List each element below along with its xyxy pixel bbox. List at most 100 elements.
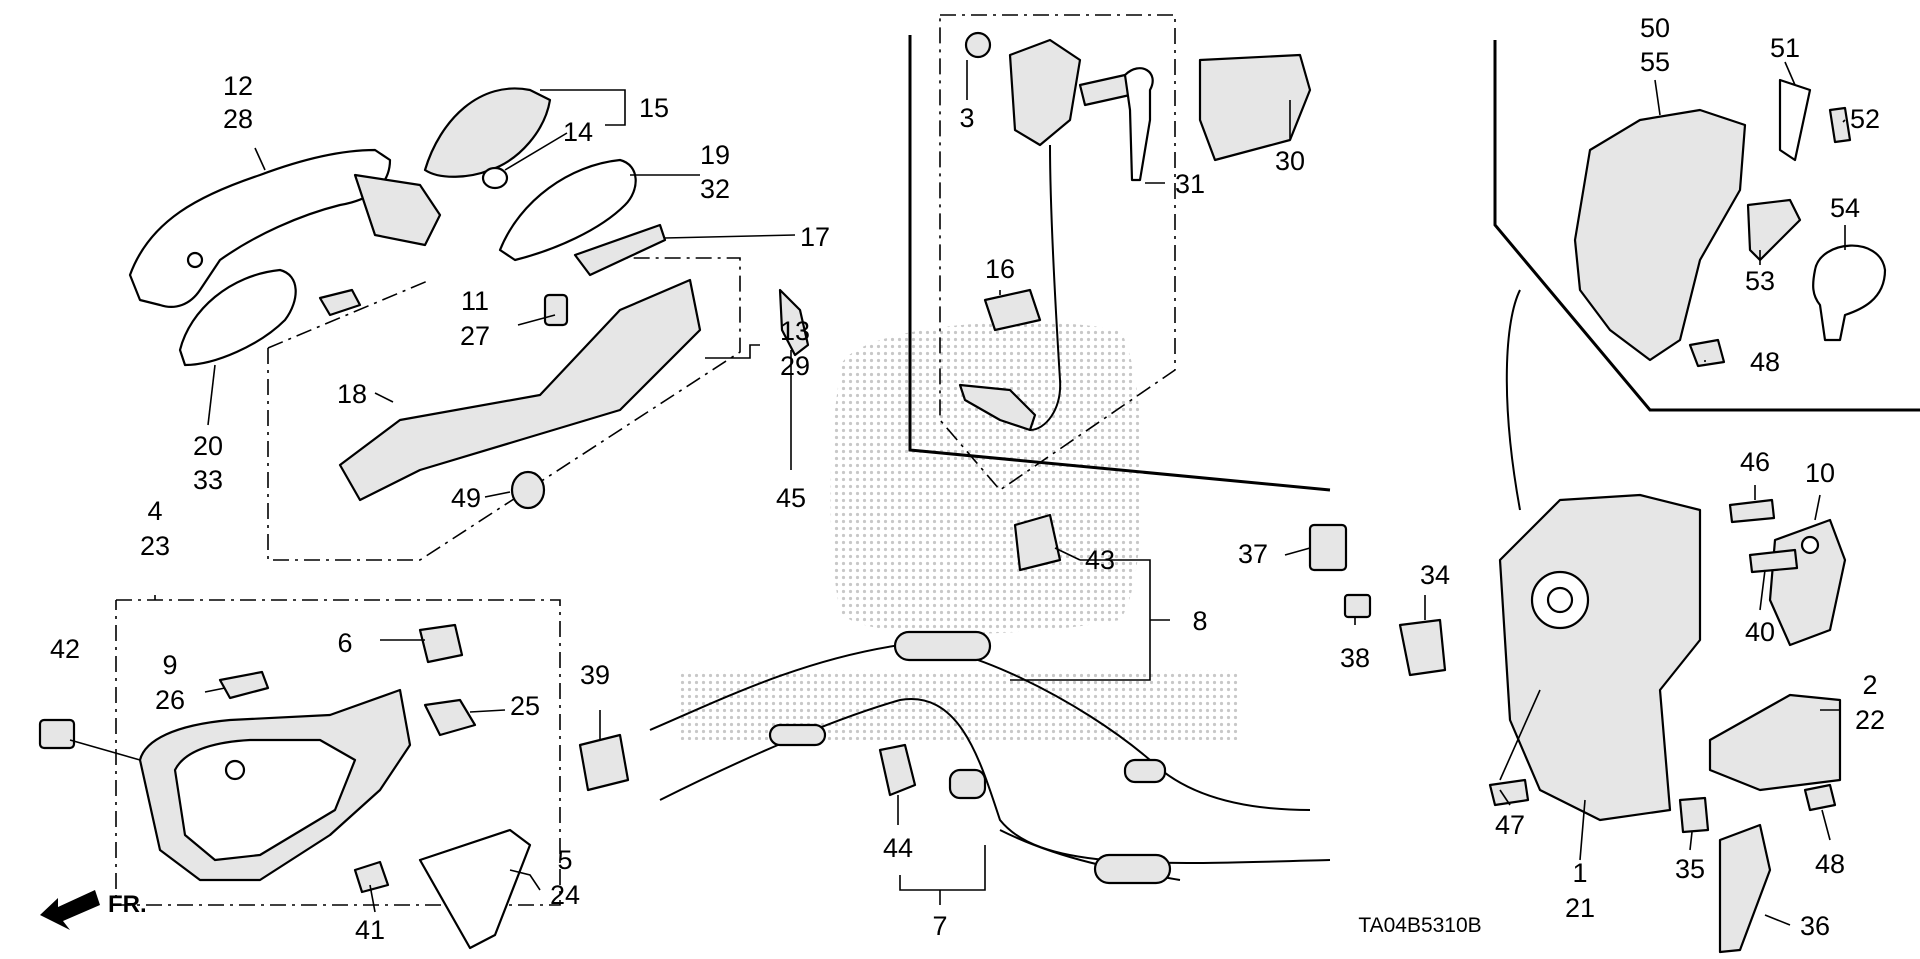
callout-5: 5: [557, 845, 572, 875]
clip-9: [218, 670, 270, 700]
callout-42: 42: [50, 634, 80, 664]
cable-assembly: [649, 630, 1331, 885]
callout-9: 9: [162, 650, 177, 680]
callout-8: 8: [1192, 606, 1207, 636]
cover-34: [1398, 618, 1447, 677]
group-frames: [115, 14, 1920, 906]
callout-22: 22: [1855, 705, 1885, 735]
callout-37: 37: [1238, 539, 1268, 569]
key-cylinder: [958, 38, 1154, 432]
screw-41: [353, 860, 390, 894]
cover-5: [418, 828, 532, 950]
screw-3: [964, 31, 992, 59]
clip-35: [1678, 796, 1710, 834]
callout-19: 19: [700, 140, 730, 170]
callout-50: 50: [1640, 13, 1670, 43]
direction-label: FR.: [108, 891, 147, 918]
callout-11: 11: [461, 286, 489, 316]
bracket-51: [1778, 78, 1812, 162]
clip-43: [1013, 513, 1062, 572]
handle-base: [338, 278, 702, 502]
callout-7: 7: [932, 911, 947, 941]
callout-20: 20: [193, 431, 223, 461]
callout-24: 24: [550, 880, 580, 910]
switch-39: [578, 733, 630, 792]
trim-36: [1718, 823, 1772, 954]
callout-30: 30: [1275, 146, 1305, 176]
bolt-45: [778, 288, 810, 357]
front-direction-arrow: FR.: [40, 890, 147, 930]
callout-33: 33: [193, 465, 223, 495]
callout-51: 51: [1770, 33, 1800, 63]
callout-2: 2: [1862, 670, 1877, 700]
callout-39: 39: [580, 660, 610, 690]
screw-48-upper: [1688, 338, 1726, 368]
callout-17: 17: [800, 222, 830, 252]
callout-55: 55: [1640, 47, 1670, 77]
callout-34: 34: [1420, 560, 1450, 590]
clip-52: [1828, 106, 1852, 144]
callout-4: 4: [147, 496, 162, 526]
callout-21: 21: [1565, 893, 1595, 923]
clip-17: [573, 223, 667, 277]
callout-29: 29: [780, 351, 810, 381]
grommet-14: [481, 166, 509, 190]
screw-46: [1728, 498, 1776, 524]
callout-44: 44: [883, 833, 913, 863]
door-latch: [1498, 289, 1702, 822]
handle-pad: [178, 268, 297, 367]
striker-hole: [1800, 535, 1820, 555]
seal-ring-54: [1812, 244, 1887, 342]
clip-44: [878, 743, 917, 797]
nut-49: [510, 470, 546, 510]
screw-47: [1488, 778, 1530, 807]
lock-cover: [1573, 108, 1747, 362]
callout-16: 16: [985, 254, 1015, 284]
handle-gasket: [498, 158, 637, 262]
guide-53: [1746, 198, 1802, 262]
handle-bracket: [423, 87, 552, 178]
callout-18: 18: [337, 379, 367, 409]
callout-54: 54: [1830, 193, 1860, 223]
callout-40: 40: [1745, 617, 1775, 647]
callout-43: 43: [1085, 545, 1115, 575]
screw-48-lower: [1803, 783, 1837, 812]
diagram-code: TA04B5310B: [1358, 914, 1481, 937]
callout-23: 23: [140, 531, 170, 561]
callout-32: 32: [700, 174, 730, 204]
callout-labels: 12 28 15 14 19 32 17 20 33 11 27 13 29 1…: [50, 13, 1885, 945]
callout-12: 12: [223, 71, 253, 101]
leader-lines: [69, 60, 1846, 926]
callout-36: 36: [1800, 911, 1830, 941]
clip-38: [1343, 593, 1372, 619]
callout-31: 31: [1175, 169, 1205, 199]
clip-42: [38, 718, 76, 750]
callout-25: 25: [510, 691, 540, 721]
callout-48-upper: 48: [1750, 347, 1780, 377]
latch-cover-2: [1708, 693, 1842, 792]
callout-14: 14: [563, 117, 593, 147]
callout-47: 47: [1495, 810, 1525, 840]
callout-26: 26: [155, 685, 185, 715]
screw-40: [1748, 548, 1799, 574]
outer-handle: [128, 148, 442, 308]
clip-11: [543, 293, 569, 327]
callout-35: 35: [1675, 854, 1705, 884]
clip-6: [418, 623, 464, 664]
callout-46: 46: [1740, 447, 1770, 477]
callout-15: 15: [639, 93, 669, 123]
callout-28: 28: [223, 104, 253, 134]
callout-49: 49: [451, 483, 481, 513]
callout-41: 41: [355, 915, 385, 945]
cylinder-cap: [1198, 53, 1312, 162]
callout-10: 10: [1805, 458, 1835, 488]
callout-48-lower: 48: [1815, 849, 1845, 879]
callout-1: 1: [1572, 858, 1587, 888]
callout-6: 6: [337, 628, 352, 658]
callout-3: 3: [959, 103, 974, 133]
callout-53: 53: [1745, 266, 1775, 296]
callout-45: 45: [776, 483, 806, 513]
callout-38: 38: [1340, 643, 1370, 673]
callout-27: 27: [460, 321, 490, 351]
